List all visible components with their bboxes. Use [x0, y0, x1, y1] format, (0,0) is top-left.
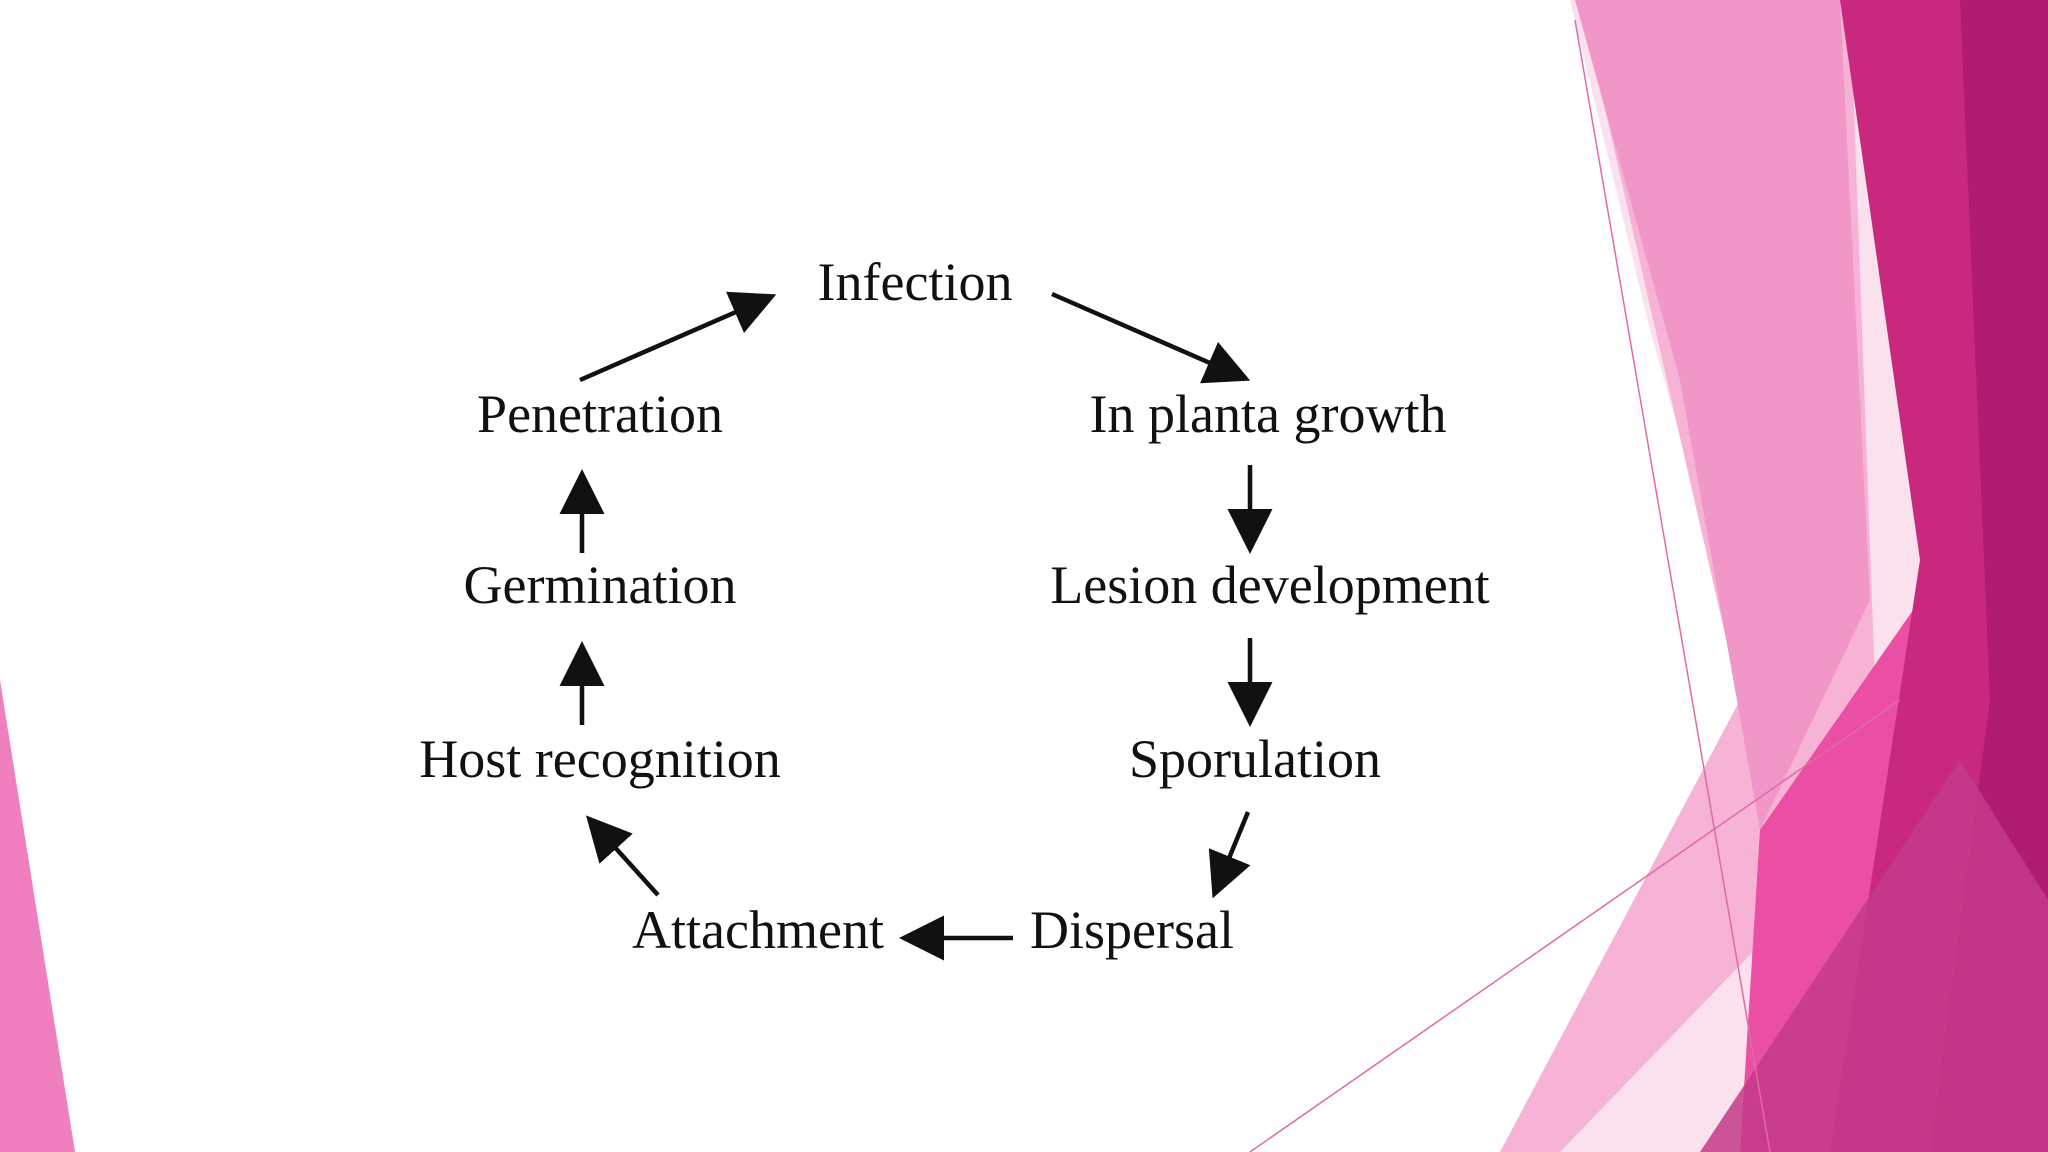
left-accent-shape	[0, 680, 75, 1152]
stage-infection: Infection	[818, 252, 1013, 312]
accent-line-1	[1574, 19, 1771, 1152]
stage-lesion-development: Lesion development	[1050, 555, 1489, 615]
right-accent-shape-bottom	[1700, 760, 2048, 1152]
stage-host-recognition: Host recognition	[419, 729, 780, 789]
stage-penetration: Penetration	[477, 384, 723, 444]
stage-sporulation: Sporulation	[1129, 729, 1381, 789]
arrow-sporulation-to-dispersal	[1208, 811, 1251, 899]
stage-dispersal: Dispersal	[1030, 900, 1234, 960]
accent-line-2	[1249, 699, 1901, 1152]
arrow-attachment-to-host-recognition	[585, 815, 660, 897]
arrow-infection-to-in-planta-growth	[1051, 291, 1251, 384]
stage-in-planta-growth: In planta growth	[1090, 384, 1447, 444]
arrow-penetration-to-infection	[579, 291, 777, 383]
stage-germination: Germination	[464, 555, 737, 615]
stage-attachment: Attachment	[632, 900, 884, 960]
right-accent-shape-mid	[1575, 0, 1870, 830]
